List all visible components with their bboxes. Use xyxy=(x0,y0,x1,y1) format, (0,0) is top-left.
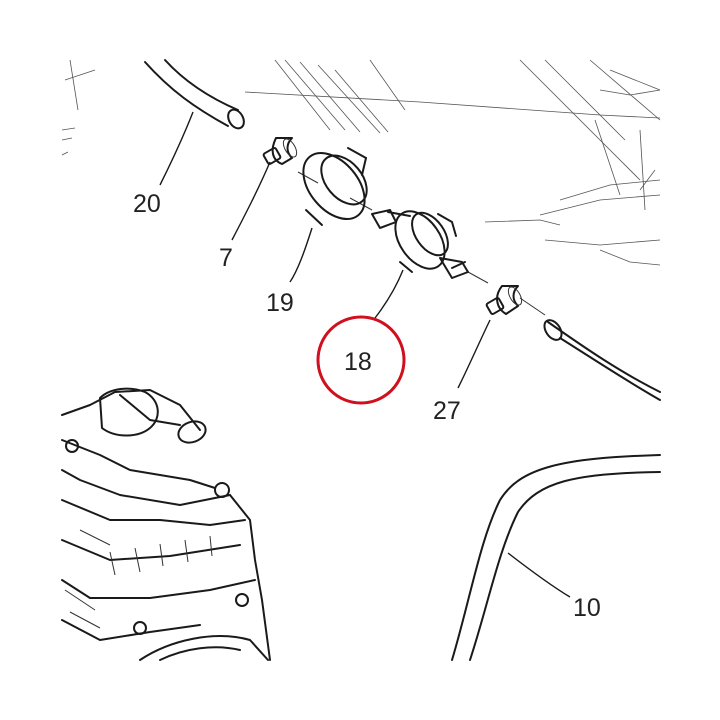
hose-20 xyxy=(144,59,245,130)
background-structure xyxy=(61,59,661,266)
callout-18: 18 xyxy=(344,348,372,376)
highlight-circle xyxy=(316,315,406,405)
engine-block xyxy=(61,387,271,661)
leader-lines xyxy=(159,111,571,598)
clamp-27 xyxy=(485,285,523,315)
callout-7: 7 xyxy=(219,244,233,272)
callout-19: 19 xyxy=(266,289,294,317)
hose-10 xyxy=(451,454,661,661)
hose-right xyxy=(543,319,661,401)
callout-10: 10 xyxy=(573,594,601,622)
clamp-7 xyxy=(262,137,298,165)
callout-20: 20 xyxy=(133,190,161,218)
assembly-axis xyxy=(297,171,546,316)
callout-27: 27 xyxy=(433,397,461,425)
ring-19 xyxy=(302,147,368,226)
valve-18 xyxy=(371,209,469,279)
